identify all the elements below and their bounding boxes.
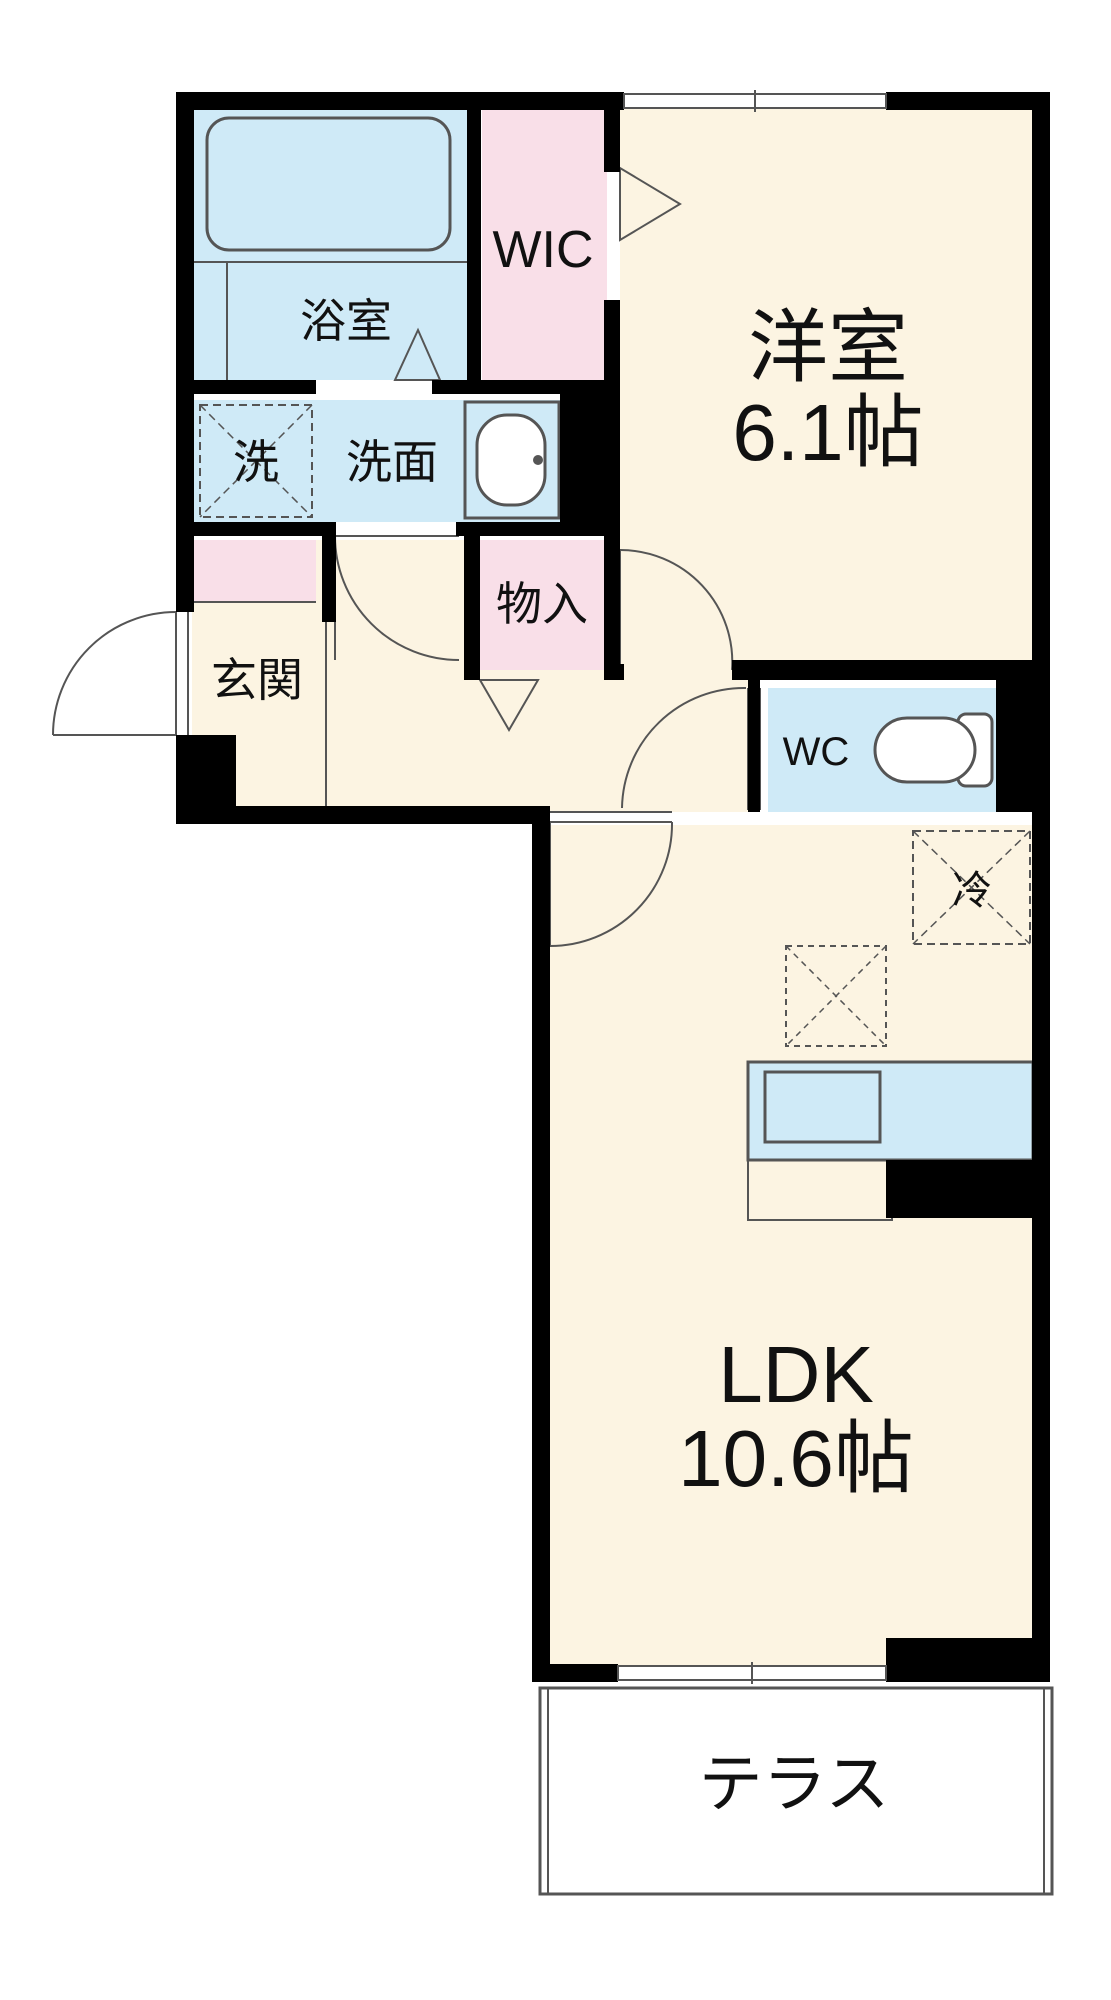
ldk-floor <box>550 825 1038 1675</box>
window-western <box>623 90 887 112</box>
bath-label: 浴室 <box>300 295 392 347</box>
fridge-space-icon <box>912 830 1031 945</box>
washroom-label: 洗面 <box>346 436 438 488</box>
laundry-label: 洗 <box>233 436 279 488</box>
wic-door-icon <box>619 166 682 242</box>
washing-machine-space-icon <box>199 404 313 518</box>
terrace-area <box>538 1686 1054 1896</box>
wic-floor <box>482 110 607 380</box>
ldk-size: 10.6帖 <box>678 1414 914 1503</box>
washbasin-icon <box>463 400 561 520</box>
window-ldk <box>617 1662 887 1684</box>
wic-label: WIC <box>492 221 593 279</box>
ceiling-hood-icon <box>785 945 887 1047</box>
bathtub-icon <box>192 116 467 380</box>
ldk-name: LDK <box>718 1330 874 1419</box>
entrance-door-icon <box>52 611 189 736</box>
western-room-size: 6.1帖 <box>732 388 923 477</box>
storage-door-icon <box>478 679 540 732</box>
terrace-label: テラス <box>699 1748 890 1820</box>
walls <box>176 92 1050 1682</box>
entrance-label: 玄関 <box>211 654 303 706</box>
storage-floor <box>480 540 610 670</box>
kitchen-counter-icon <box>746 1060 1035 1221</box>
fridge-label: 冷 <box>952 869 992 913</box>
toilet-icon <box>873 712 994 788</box>
toilet-label: WC <box>783 730 850 774</box>
entrance-shoebox <box>192 540 316 602</box>
storage-label: 物入 <box>496 578 588 630</box>
bath-door-swing-icon <box>393 327 442 381</box>
western-room-name: 洋室 <box>748 303 908 392</box>
